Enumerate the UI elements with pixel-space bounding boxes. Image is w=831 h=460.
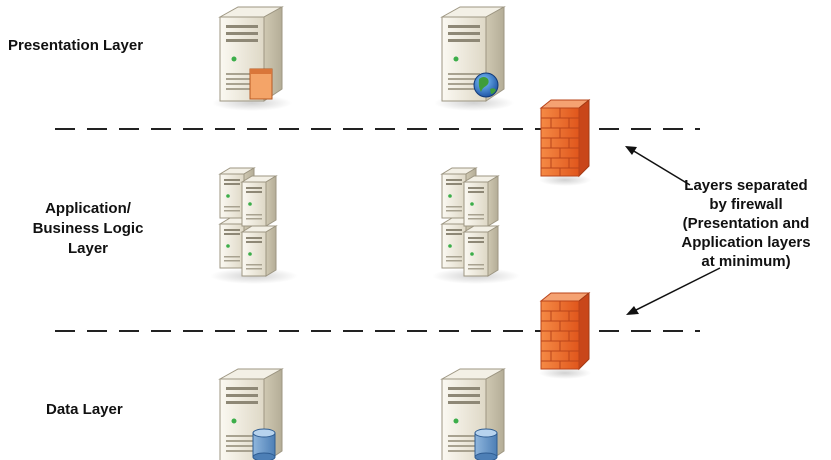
data-layer-label: Data Layer bbox=[46, 401, 123, 418]
firewall-icon bbox=[538, 99, 592, 187]
application-layer-label: Application/ Business Logic Layer bbox=[18, 199, 158, 259]
annotation-line: (Presentation and bbox=[682, 215, 810, 232]
application-layer-label-line: Business Logic bbox=[32, 220, 144, 237]
annotation-arrow-top bbox=[625, 146, 691, 186]
annotation-line: by firewall bbox=[709, 196, 783, 213]
application-layer-label-line: Application/ bbox=[45, 200, 131, 217]
server-cluster-icon bbox=[432, 167, 520, 284]
presentation-layer-label: Presentation Layer bbox=[8, 37, 144, 54]
server-with-web-page-icon bbox=[211, 6, 293, 112]
application-layer-label-line: Layer bbox=[67, 240, 109, 257]
annotation-line: at minimum) bbox=[701, 253, 791, 270]
firewall-annotation: Layers separated by firewall (Presentati… bbox=[668, 176, 824, 271]
server-with-globe-icon bbox=[433, 6, 515, 112]
database-server-icon bbox=[211, 368, 293, 460]
database-server-icon bbox=[433, 368, 515, 460]
server-cluster-icon bbox=[210, 167, 298, 284]
annotation-arrow-bottom bbox=[626, 267, 721, 315]
annotation-line: Layers separated bbox=[684, 177, 808, 194]
firewall-icon bbox=[538, 292, 592, 380]
annotation-line: Application layers bbox=[681, 234, 811, 251]
